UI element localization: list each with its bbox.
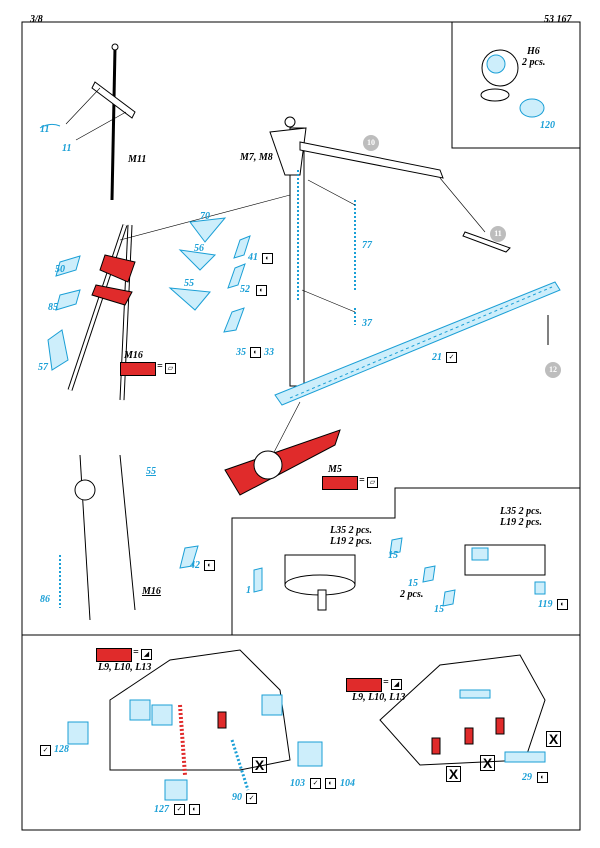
red-paint-swatch [322,476,358,490]
part-11b: 11 [62,143,72,154]
fold-icon: ✓ [446,352,457,363]
part-120: 120 [540,120,555,131]
part-55: 55 [184,278,194,289]
paint-codes-right: L9, L10, L13 [352,692,406,703]
equals-sign: = [359,475,365,486]
part-29: 29 [522,772,532,783]
both-sides-icon: ◐ [537,772,548,783]
page-number: 3/8 [30,14,43,25]
fold-icon: ✓ [310,778,321,789]
label-15-qty: 2 pcs. [400,589,424,600]
label-m11: M11 [128,154,147,165]
red-paint-swatch [96,648,132,662]
part-127: 127 [154,804,169,815]
label-m16-top: M16 [124,350,143,361]
both-sides-icon: ◐ [189,804,200,815]
part-85: 85 [48,302,58,313]
part-104: 104 [340,778,355,789]
part-56: 56 [194,243,204,254]
part-42: 42 [190,560,200,571]
paint-icon: ▱ [367,477,378,488]
both-sides-icon: ◐ [256,285,267,296]
label-l35-right: L35 2 pcs. [500,506,542,517]
part-52: 52 [240,284,250,295]
equals-sign: = [383,677,389,688]
fold-icon: ✓ [246,793,257,804]
part-103: 103 [290,778,305,789]
part-70: 70 [200,211,210,222]
part-1: 1 [246,585,251,596]
equals-sign: = [133,647,139,658]
part-77: 77 [362,240,372,251]
both-sides-icon: ◐ [250,347,261,358]
both-sides-icon: ◐ [204,560,215,571]
product-code: 53 167 [544,14,572,25]
label-l19-left: L19 2 pcs. [330,536,372,547]
label-m16-detail: M16 [142,586,161,597]
grey-marker-11: 11 [490,226,506,242]
remove-mark-x: X [446,766,461,782]
paint-icon: ▱ [165,363,176,374]
part-35: 35 [236,347,246,358]
label-m7-m8: M7, M8 [240,152,273,163]
label-l35-left: L35 2 pcs. [330,525,372,536]
fold-icon: ✓ [40,745,51,756]
both-sides-icon: ◐ [325,778,336,789]
part-15a: 15 [388,550,398,561]
part-55-detail: 55 [146,466,156,477]
part-21: 21 [432,352,442,363]
label-l19-right: L19 2 pcs. [500,517,542,528]
equals-sign: = [157,361,163,372]
part-15c: 15 [434,604,444,615]
paint-icon: ◢ [141,649,152,660]
both-sides-icon: ◐ [557,599,568,610]
both-sides-icon: ◐ [262,253,273,264]
part-41: 41 [248,252,258,263]
remove-mark-x: X [546,731,561,747]
part-11a: 11 [40,124,50,135]
grey-marker-12: 12 [545,362,561,378]
remove-mark-x: X [480,755,495,771]
part-15b: 15 [408,578,418,589]
label-h6: H6 [527,46,540,57]
remove-mark-x: X [252,757,267,773]
fold-icon: ✓ [174,804,185,815]
part-37: 37 [362,318,372,329]
part-33: 33 [264,347,274,358]
paint-codes-left: L9, L10, L13 [98,662,152,673]
label-h6-qty: 2 pcs. [522,57,546,68]
grey-marker-10: 10 [363,135,379,151]
part-128: 128 [54,744,69,755]
red-paint-swatch [120,362,156,376]
label-m5: M5 [328,464,342,475]
part-119: 119 [538,599,553,610]
red-paint-swatch [346,678,382,692]
part-90: 90 [232,792,242,803]
part-50: 50 [55,264,65,275]
part-86: 86 [40,594,50,605]
paint-icon: ◢ [391,679,402,690]
part-57: 57 [38,362,48,373]
